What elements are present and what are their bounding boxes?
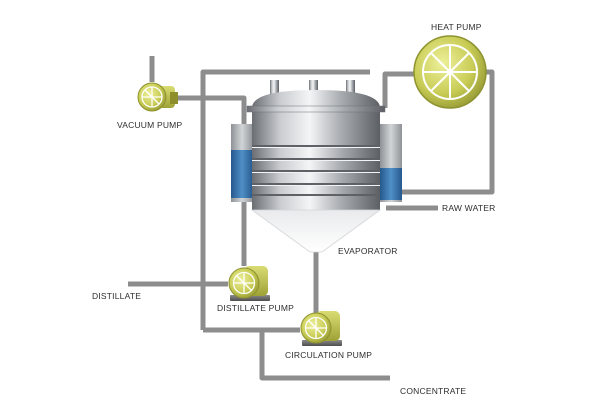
- vacuum-pump-fan-icon: [141, 86, 163, 108]
- shell-bands: [252, 145, 380, 196]
- heat-pump: [413, 35, 487, 109]
- vacuum-pump: [137, 82, 178, 112]
- evaporator-vessel: [231, 80, 402, 253]
- label-heat-pump: HEAT PUMP: [431, 22, 482, 32]
- distillate-pump: [228, 266, 270, 301]
- label-vacuum-pump: VACUUM PUMP: [117, 120, 182, 130]
- heat-pump-fan-icon: [422, 44, 478, 100]
- pipe-top-header: [200, 69, 370, 330]
- label-distillate: DISTILLATE: [92, 291, 141, 301]
- distillate-pump-fan-icon: [232, 271, 256, 295]
- top-nozzle-3: [346, 80, 355, 96]
- circulation-pump-fan-icon: [304, 316, 328, 340]
- pipe-heat-pump-loop: [382, 71, 420, 108]
- left-jacket-liquid: [231, 150, 253, 198]
- circulation-pump: [300, 311, 342, 346]
- label-circulation-pump: CIRCULATION PUMP: [285, 350, 372, 360]
- label-raw-water: RAW WATER: [442, 203, 495, 213]
- label-concentrate: CONCENTRATE: [400, 386, 466, 396]
- label-evaporator: EVAPORATOR: [338, 246, 398, 256]
- label-distillate-pump: DISTILLATE PUMP: [217, 303, 294, 313]
- evaporator-cone: [250, 209, 382, 253]
- pipe-concentrate-out: [259, 330, 390, 381]
- right-jacket-liquid: [380, 168, 402, 200]
- top-flange: [246, 105, 386, 113]
- top-nozzle-2: [309, 80, 318, 96]
- top-nozzle-1: [270, 80, 279, 96]
